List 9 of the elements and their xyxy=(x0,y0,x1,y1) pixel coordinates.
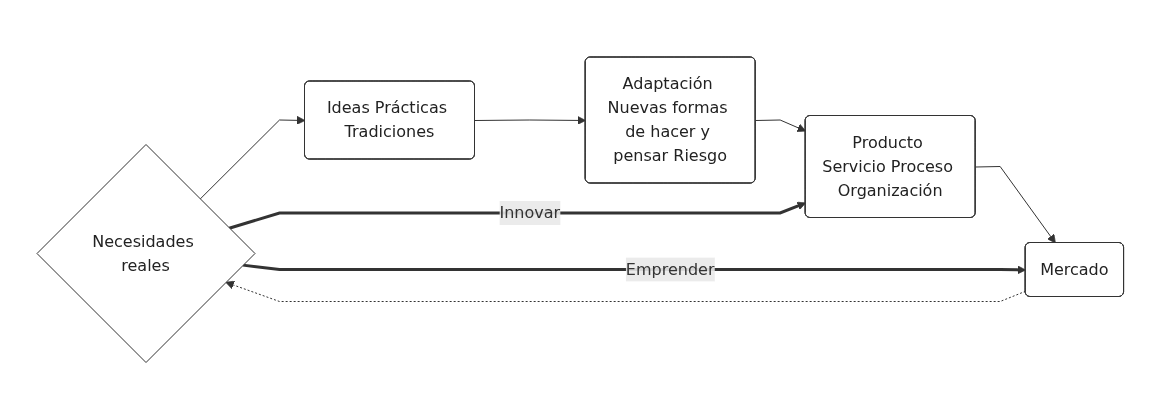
arrow xyxy=(754,119,806,132)
arrow xyxy=(228,201,806,230)
edge-label: Innovar xyxy=(499,202,560,222)
arrow xyxy=(242,263,1026,274)
arrow xyxy=(974,165,1056,244)
arrow xyxy=(199,115,306,200)
edge-label: Emprender xyxy=(625,259,715,279)
node-diamond: Necesidades reales xyxy=(36,143,256,363)
arrow xyxy=(474,115,586,125)
